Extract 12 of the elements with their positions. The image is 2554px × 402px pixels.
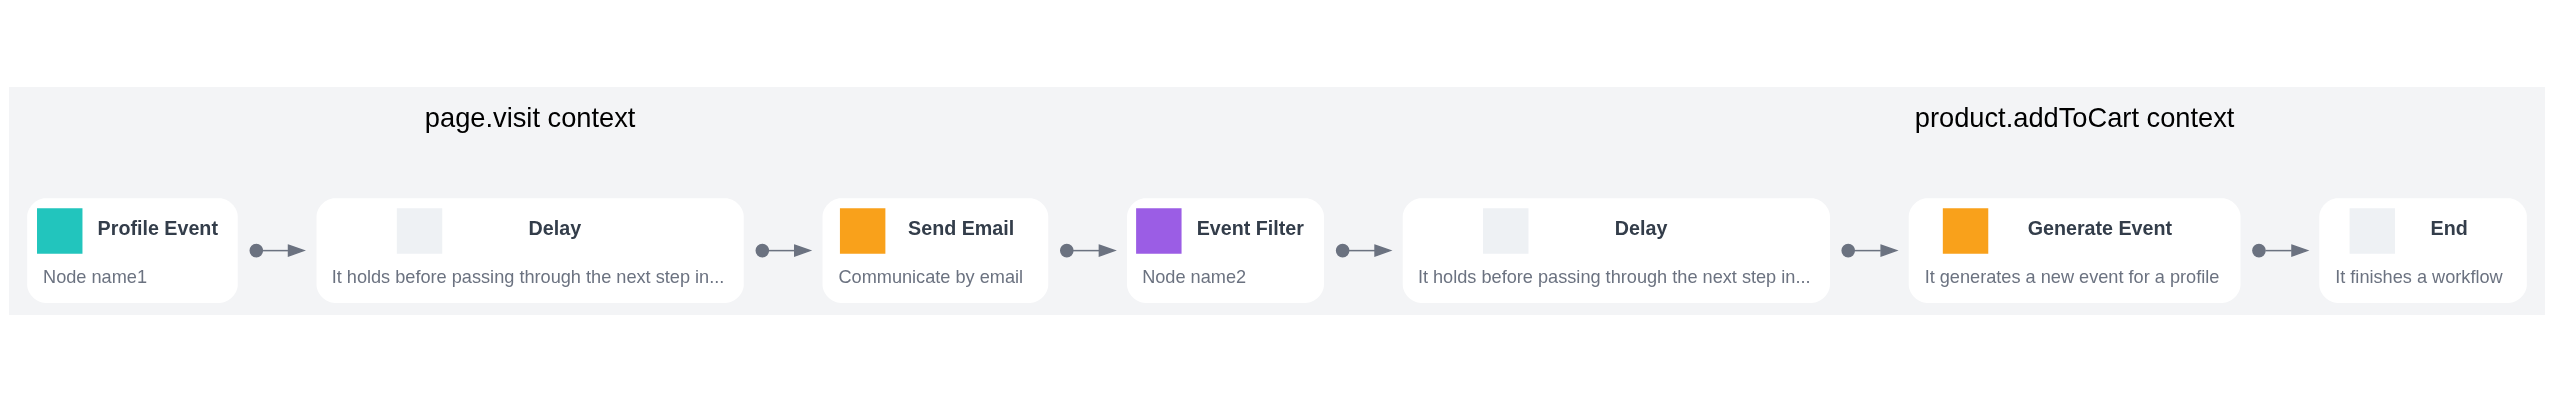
node-box: Event Filter Node name2 (1127, 198, 1324, 303)
node-box: Generate Event It generates a new event for a profile (1908, 198, 2241, 303)
arrow (249, 243, 306, 258)
arrow (2252, 243, 2310, 258)
node-box: Send Email Communicate by email (822, 198, 1049, 303)
label: product.addToCart context (1914, 101, 2235, 133)
arrow (1841, 243, 1899, 258)
arrow (755, 243, 813, 258)
arrow (1335, 243, 1393, 258)
node-box: Profile Event Node name1 (27, 198, 238, 303)
label: page.visit context (424, 101, 636, 133)
arrow (1059, 243, 1117, 258)
